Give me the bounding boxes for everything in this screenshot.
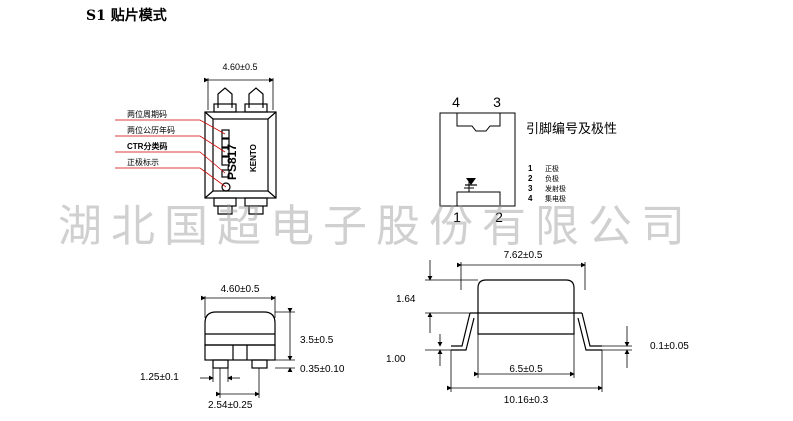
pin-legend: 1 正极 2 负极 3 发射极 4 集电极: [528, 164, 566, 203]
legend-num-2: 2: [528, 174, 533, 183]
anode-mark-dot: [221, 182, 231, 192]
side-body-height: 1.64: [396, 294, 416, 305]
callout-lines: [115, 119, 227, 188]
front-standoff-dim: 0.35±0.10: [300, 364, 345, 375]
date-code-box-2: [221, 138, 230, 148]
lead-tab-bottom-right: [244, 197, 268, 207]
side-overall-width: 10.16±0.3: [504, 395, 549, 406]
pin-label-4: 4: [452, 94, 460, 110]
ctr-code-box: [221, 169, 230, 178]
phototransistor-outline: [456, 113, 501, 132]
front-base: [204, 344, 276, 361]
pin-label-2: 2: [495, 209, 503, 225]
year-code-box-1: [221, 147, 230, 157]
lead-tab-top-left: [213, 103, 237, 113]
side-body-bottom: [477, 313, 575, 335]
front-view: [200, 295, 295, 398]
legend-label-3: 发射极: [545, 184, 566, 193]
package-top-face: [212, 118, 269, 192]
callout-date-code: 两位周期码: [127, 109, 167, 119]
side-top-dim: 7.62±0.5: [504, 250, 543, 261]
front-pad-dim: 1.25±0.1: [140, 372, 179, 383]
side-lead-right: [581, 312, 602, 347]
pin-label-3: 3: [493, 94, 501, 110]
legend-label-2: 负极: [545, 174, 559, 183]
side-lead-thickness: 0.1±0.05: [650, 341, 689, 352]
front-width-dim: 4.60±0.5: [221, 284, 260, 295]
lead-tab-top-right: [244, 103, 268, 113]
lead-top-left: [217, 87, 233, 108]
lead-top-right: [248, 87, 264, 108]
callout-anode-mark: 正极标示: [127, 157, 159, 167]
pin-label-1: 1: [453, 209, 461, 225]
side-body-width: 6.5±0.5: [509, 364, 543, 375]
top-view: [204, 77, 277, 215]
legend-num-1: 1: [528, 164, 533, 173]
legend-label-1: 正极: [545, 164, 559, 173]
marking-brand: KENTO: [249, 144, 258, 172]
side-lead-left: [451, 312, 471, 347]
front-pitch-dim: 2.54±0.25: [208, 400, 253, 411]
front-lead-left: [212, 359, 229, 369]
diode-symbol: [466, 178, 476, 185]
page-title: S1 贴片模式: [86, 8, 167, 24]
pin-diagram: [439, 112, 516, 207]
pin-diagram-caption: 引脚编号及极性: [526, 121, 617, 136]
callout-ctr-code: CTR分类码: [127, 141, 167, 151]
legend-label-4: 集电极: [545, 194, 566, 203]
lead-tab-bottom-left: [213, 197, 237, 207]
side-view: [425, 260, 632, 392]
callout-year-code: 两位公历年码: [127, 125, 175, 135]
year-code-box-2: [221, 156, 230, 166]
front-lead-right: [251, 359, 268, 369]
top-width-dim: 4.60±0.5: [223, 62, 258, 72]
pin-diagram-outline: [439, 112, 516, 207]
company-watermark: 湖北国超电子股份有限公司: [58, 201, 694, 252]
led-outline: [456, 191, 501, 206]
marking-part-number: PS817: [225, 144, 239, 180]
front-body: [204, 311, 276, 346]
legend-num-4: 4: [528, 194, 533, 203]
legend-num-3: 3: [528, 184, 533, 193]
front-height-dim: 3.5±0.5: [300, 335, 334, 346]
package-body: [204, 111, 277, 199]
side-body-top: [477, 279, 575, 313]
date-code-box-1: [221, 129, 230, 139]
side-lead-height: 1.00: [386, 354, 406, 365]
